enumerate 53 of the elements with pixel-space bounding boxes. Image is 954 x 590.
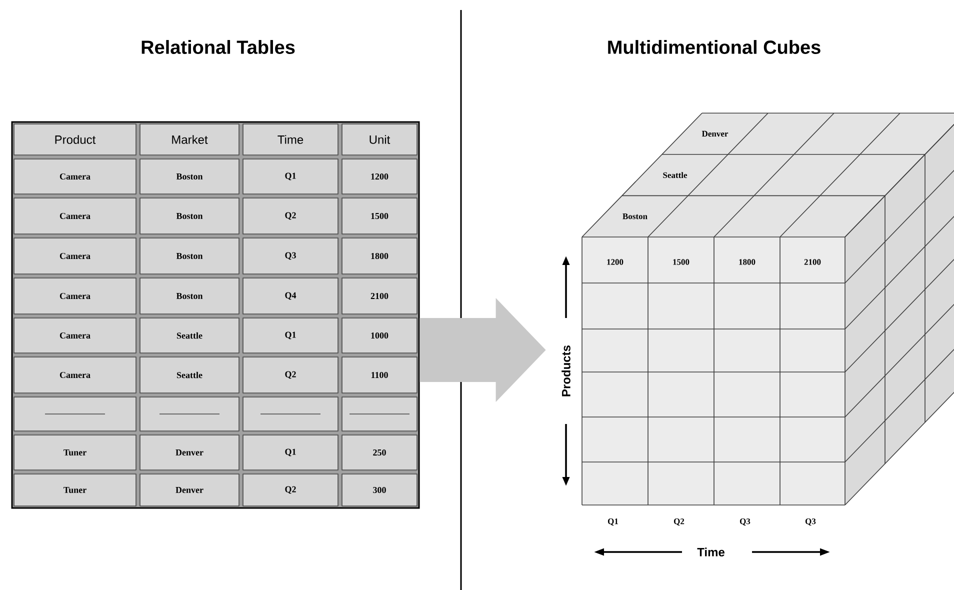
cell-value: 1200 [607, 259, 624, 265]
table-cell: Camera [14, 318, 136, 354]
table-cell: Q1 [242, 158, 338, 194]
axis-tick-label: Q1 [608, 518, 618, 526]
table-cell: 300 [342, 474, 418, 506]
table-cell: Q1 [242, 318, 338, 354]
table-cell: Q2 [242, 356, 338, 394]
block-arrow [420, 298, 546, 402]
table-cell: Boston [140, 158, 240, 194]
table-cell: Q4 [242, 278, 338, 314]
axis-tick-label: Q3 [805, 518, 816, 526]
slice-label: Seattle [663, 172, 688, 178]
table-cell: Tuner [14, 474, 136, 506]
table-cell: Denver [140, 474, 240, 506]
table-cell: Q1 [242, 434, 338, 470]
table-header-cell: Market [140, 124, 240, 156]
table-cell: Tuner [14, 434, 136, 470]
table-header-cell: Unit [342, 124, 418, 156]
table-cell: 1000 [342, 318, 418, 354]
axis-label: Time [697, 548, 724, 556]
table-cell: Camera [14, 356, 136, 394]
table-cell: Camera [14, 238, 136, 274]
axis-label: Products [562, 346, 570, 396]
table-cell: 1200 [342, 158, 418, 194]
table-cell: Seattle [140, 356, 240, 394]
table-cell: Seattle [140, 318, 240, 354]
cell-value: 1500 [673, 259, 690, 265]
table-cell: 1800 [342, 238, 418, 274]
table-cell: Camera [14, 198, 136, 234]
axis-tick-label: Q3 [740, 518, 750, 526]
table-cell: Q3 [242, 238, 338, 274]
table-header-cell: Time [242, 124, 338, 156]
table-cell: Camera [14, 278, 136, 314]
table-cell: Q2 [242, 474, 338, 506]
slice-label: Boston [622, 214, 648, 220]
table-cell: 1500 [342, 198, 418, 234]
cube-drawing [582, 112, 954, 506]
table-cell: Q2 [242, 198, 338, 234]
title: Multidimentional Cubes [608, 40, 820, 54]
table-cell: 1100 [342, 356, 418, 394]
table-cell: Denver [140, 434, 240, 470]
table-cell: Boston [140, 278, 240, 314]
table-cell: Boston [140, 238, 240, 274]
table-cell: 2100 [342, 278, 418, 314]
cell-value: 1800 [739, 259, 756, 265]
table-header-cell: Product [14, 124, 136, 156]
title: Relational Tables [142, 40, 295, 54]
cell-value: 2100 [804, 259, 821, 265]
table-cell: Camera [14, 158, 136, 194]
table-cell: Boston [140, 198, 240, 234]
table-cell: 250 [342, 434, 418, 470]
axis-tick-label: Q2 [674, 518, 684, 526]
slice-label: Denver [702, 130, 728, 137]
